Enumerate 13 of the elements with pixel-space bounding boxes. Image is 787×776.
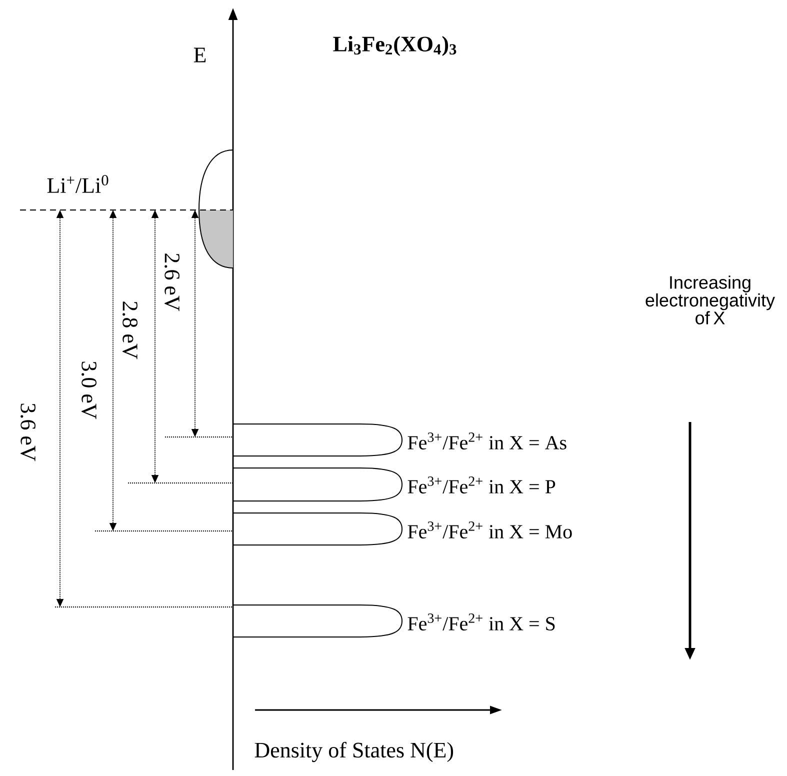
level-label: Fe$^{3+}$/Fe$^{2+}$ in X = P [408,476,556,494]
note: Increasing electronegativity of X [646,276,775,324]
energy-label: 2.8 eV [122,302,138,360]
axis-label: E [194,48,206,62]
title: Li$_{3}$Fe$_{2}$(XO$_{4}$)$_{3}$ [333,36,456,56]
energy-label: 3.0 eV [82,362,96,420]
level-label: Li$^{+}$/Li$^{0}$ [47,175,108,193]
axis-label: Density of States N(E) [254,742,454,762]
level-label: Fe$^{3+}$/Fe$^{2+}$ in X = S [408,614,555,630]
level-label: Fe$^{3+}$/Fe$^{2+}$ in X = As [408,432,566,450]
energy-label: 3.6 eV [20,404,36,462]
energy-label: 2.6 eV [164,254,180,312]
level-label: Fe$^{3+}$/Fe$^{2+}$ in X = Mo [408,522,572,538]
